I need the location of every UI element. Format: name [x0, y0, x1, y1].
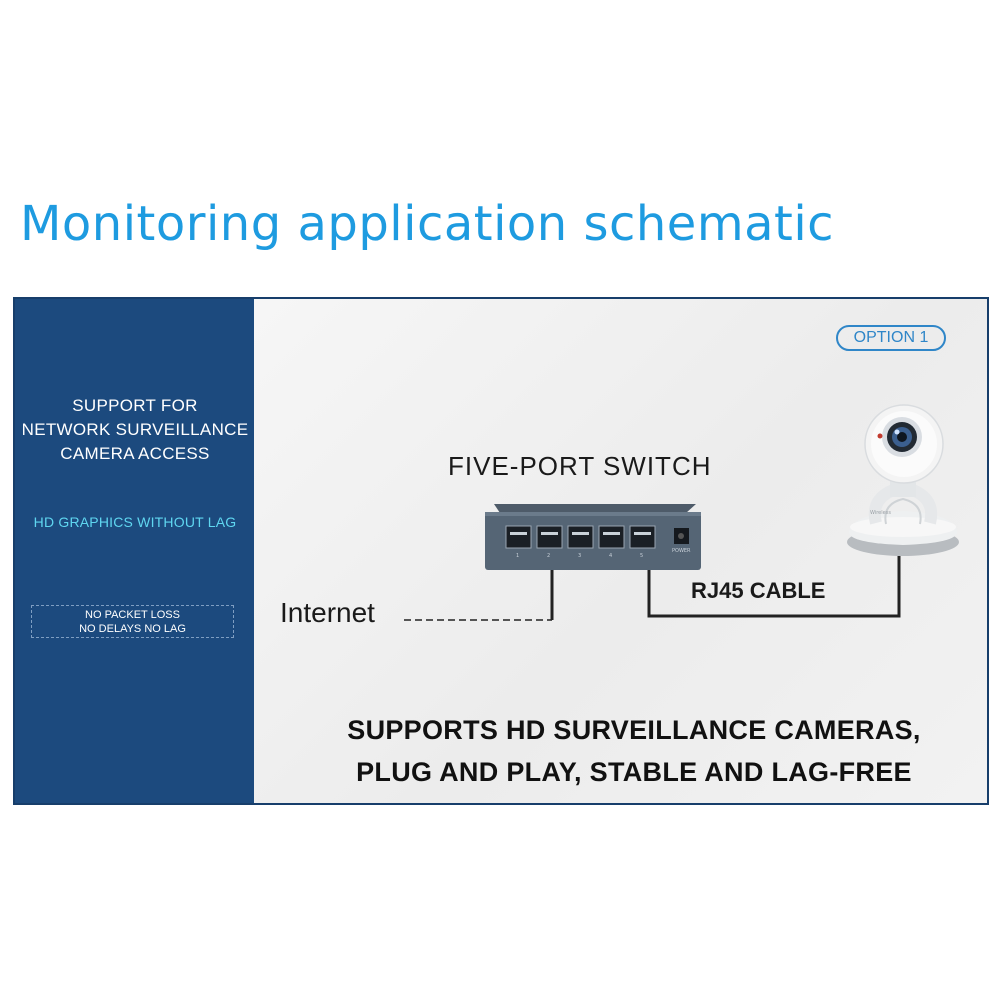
sidebar-feature-line: NO PACKET LOSS [85, 609, 180, 621]
option-badge: OPTION 1 [836, 325, 946, 351]
sidebar-heading: SUPPORT FOR NETWORK SURVEILLANCE CAMERA … [15, 394, 255, 466]
camera-brand: Wireless [870, 510, 891, 516]
sidebar-heading-line: SUPPORT FOR [72, 396, 198, 415]
schematic-panel: SUPPORT FOR NETWORK SURVEILLANCE CAMERA … [13, 297, 989, 805]
footer-line: PLUG AND PLAY, STABLE AND LAG-FREE [356, 757, 912, 787]
sidebar-features-box: NO PACKET LOSS NO DELAYS NO LAG [31, 605, 234, 638]
diagram-canvas: 1 2 3 4 5 POWER [404, 404, 959, 621]
sidebar-highlight: HD GRAPHICS WITHOUT LAG [33, 514, 237, 530]
port-number: 5 [640, 553, 643, 559]
switch-label: FIVE-PORT SWITCH [448, 451, 712, 481]
cable-label: RJ45 CABLE [691, 578, 826, 603]
port-number: 4 [609, 553, 612, 559]
sidebar-heading-line: CAMERA ACCESS [60, 444, 210, 463]
page-title: Monitoring application schematic [20, 196, 835, 252]
rj45-cable-line [647, 543, 901, 618]
footer-line: SUPPORTS HD SURVEILLANCE CAMERAS, [347, 715, 921, 745]
port-led-strips [510, 532, 651, 535]
power-label: POWER [672, 548, 691, 554]
diagram-area: 1 2 3 4 5 POWER [254, 299, 987, 803]
port-number: 2 [547, 553, 550, 559]
internet-label: Internet [280, 597, 375, 628]
security-camera-icon: Wireless [847, 404, 959, 556]
network-switch-icon: 1 2 3 4 5 POWER [485, 504, 701, 570]
sidebar-heading-line: NETWORK SURVEILLANCE [21, 420, 249, 439]
sidebar-feature-line: NO DELAYS NO LAG [79, 623, 186, 635]
footer-text: SUPPORTS HD SURVEILLANCE CAMERAS, PLUG A… [314, 709, 954, 793]
port-number: 3 [578, 553, 581, 559]
switch-ports [505, 525, 656, 549]
port-number: 1 [516, 553, 519, 559]
